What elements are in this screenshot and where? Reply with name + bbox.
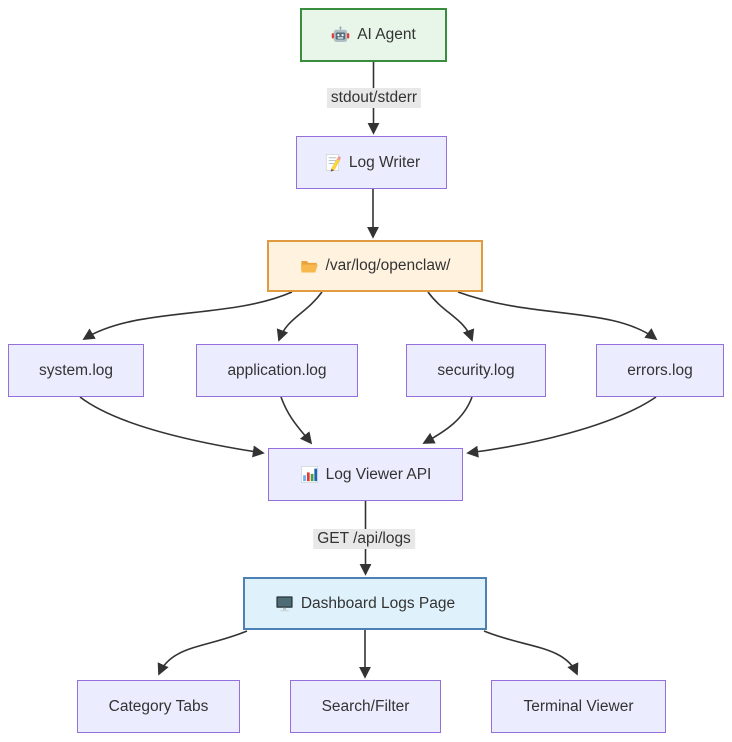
node-label: errors.log (627, 361, 693, 379)
node-log-dir: /var/log/openclaw/ (267, 240, 483, 292)
node-label: Search/Filter (321, 697, 410, 715)
node-search-filter: Search/Filter (290, 680, 441, 733)
open-folder-icon (300, 257, 319, 276)
monitor-icon (275, 594, 294, 613)
node-label: security.log (437, 361, 515, 379)
node-ai-agent: AI Agent (300, 8, 447, 62)
node-label: Dashboard Logs Page (300, 594, 456, 612)
edge-label-stdout-stderr: stdout/stderr (326, 88, 422, 108)
edge-application-viewer (280, 396, 313, 445)
node-label: Log Viewer API (325, 465, 432, 483)
node-label: application.log (227, 361, 327, 379)
node-errors-log: errors.log (596, 344, 724, 397)
node-label: Terminal Viewer (523, 697, 634, 715)
robot-icon (331, 25, 350, 45)
edge-dashboard-terminal (483, 630, 579, 676)
edge-security-viewer (422, 396, 473, 444)
node-log-viewer-api: Log Viewer API (268, 448, 463, 501)
node-application-log: application.log (196, 344, 358, 397)
bar-chart-icon (300, 465, 319, 484)
edge-dashboard-category (157, 630, 248, 676)
memo-icon (323, 153, 342, 172)
edge-dir-security (427, 291, 475, 342)
edge-label-get-api-logs: GET /api/logs (313, 529, 415, 549)
node-label: Category Tabs (108, 697, 209, 715)
edge-dir-errors (457, 291, 658, 341)
node-terminal-viewer: Terminal Viewer (491, 680, 666, 733)
edge-dir-application (276, 291, 323, 342)
node-category-tabs: Category Tabs (77, 680, 240, 733)
edge-dir-system (82, 291, 293, 340)
edge-system-viewer (79, 396, 265, 458)
node-system-log: system.log (8, 344, 144, 397)
node-dashboard-page: Dashboard Logs Page (243, 577, 487, 630)
node-label: /var/log/openclaw/ (325, 257, 451, 274)
node-label: AI Agent (357, 26, 416, 43)
node-security-log: security.log (406, 344, 546, 397)
node-log-writer: Log Writer (296, 136, 447, 189)
edge-errors-viewer (466, 396, 657, 458)
node-label: system.log (38, 361, 114, 379)
node-label: Log Writer (348, 153, 421, 171)
